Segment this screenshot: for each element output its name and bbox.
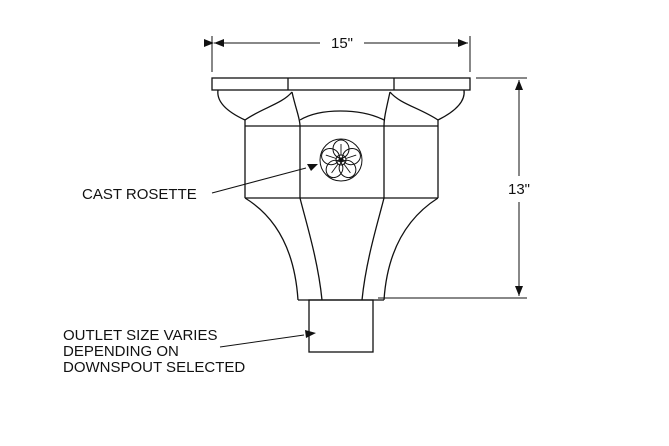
width-dimension-label: 15" — [331, 35, 353, 52]
cove-right-edge — [437, 89, 465, 126]
top-cap — [211, 77, 471, 91]
outlet — [308, 299, 374, 353]
outlet-note-line3: DOWNSPOUT SELECTED — [63, 359, 245, 376]
rosette-center — [339, 158, 343, 162]
bowl-left-edge — [244, 197, 299, 301]
cove-left-edge — [217, 89, 246, 126]
rosette-spokes — [325, 144, 357, 174]
outlet-tube — [308, 299, 374, 353]
outlet-leader-line — [219, 334, 305, 348]
height-arrow-bottom — [515, 286, 523, 296]
rosette-leader-arrow — [307, 164, 318, 171]
scallop-center — [299, 110, 385, 121]
cast-rosette-label: CAST ROSETTE — [82, 186, 197, 203]
top-cap-rim — [211, 77, 471, 91]
rosette-petal — [321, 147, 340, 166]
rosette-leader-line — [211, 167, 307, 194]
bowl-rib-1 — [299, 197, 323, 301]
outlet-note-line2: DEPENDING ON — [63, 343, 179, 360]
width-arrow-left — [214, 39, 224, 47]
rosette-outer-ring — [319, 138, 363, 182]
height-dimension: 13" — [378, 77, 530, 299]
scallop-divider-left — [291, 91, 301, 127]
cove-molding — [217, 89, 465, 127]
rosette-petals — [321, 139, 361, 179]
rosette-center-ring — [335, 154, 347, 166]
outlet-note-line1: OUTLET SIZE VARIES — [63, 327, 217, 344]
flared-bowl — [244, 197, 439, 301]
bowl-right-edge — [383, 197, 439, 301]
body-block — [244, 126, 439, 199]
height-arrow-top — [515, 80, 523, 90]
scallop-left — [244, 91, 293, 121]
scallop-divider-right — [383, 91, 391, 127]
width-dimension: 15" — [204, 35, 471, 72]
bowl-rib-2 — [361, 197, 385, 301]
leaders — [211, 164, 318, 348]
outlet-leader-arrow — [305, 330, 316, 338]
scallop-right — [389, 91, 439, 121]
cast-rosette — [319, 138, 363, 182]
height-dimension-label: 13" — [508, 181, 530, 198]
